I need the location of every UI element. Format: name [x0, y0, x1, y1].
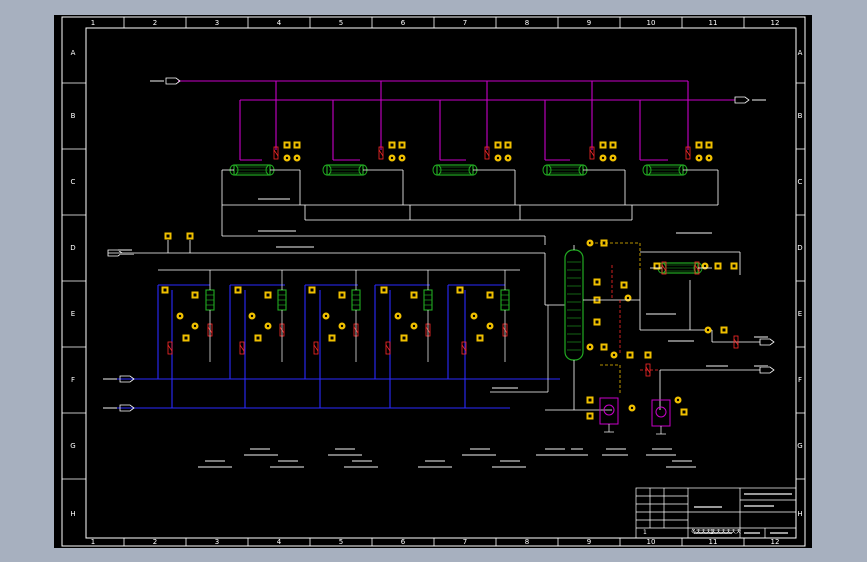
pump-icon — [599, 397, 619, 433]
row-label-left: E — [71, 310, 75, 318]
row-label-left: F — [71, 376, 75, 384]
condenser-lines — [640, 251, 741, 275]
col-label-top: 2 — [153, 19, 157, 27]
col-label-bottom: 2 — [153, 538, 157, 546]
col-label-bottom: 3 — [215, 538, 219, 546]
sheet-number-left: 1 — [643, 529, 647, 536]
row-label-right: F — [798, 376, 802, 384]
row-label-right: B — [798, 112, 803, 120]
steam-header-top — [178, 80, 735, 161]
col-label-bottom: 12 — [771, 538, 780, 546]
inner-frame — [85, 27, 797, 539]
col-label-top: 8 — [525, 19, 529, 27]
col-label-bottom: 11 — [709, 538, 718, 546]
row-label-left: C — [71, 178, 76, 186]
top-process-lines — [221, 169, 719, 245]
title-block-label: 冬天天天天天天天天天 — [691, 528, 741, 535]
annotation-marks — [103, 80, 768, 468]
pump-icon — [651, 399, 671, 435]
column-yellow-lines — [590, 242, 641, 395]
outer-frame — [61, 16, 806, 547]
col-label-top: 1 — [91, 19, 95, 27]
row-label-right: H — [797, 510, 802, 518]
col-label-top: 11 — [709, 19, 718, 27]
cooling-water-lines — [110, 284, 560, 409]
col-label-top: 3 — [215, 19, 219, 27]
instrument-icon — [186, 232, 194, 240]
col-label-bottom: 9 — [587, 538, 591, 546]
sheet-number-right: 1 — [710, 529, 714, 536]
row-label-left: A — [71, 49, 76, 57]
instrument-icon — [164, 232, 172, 240]
col-label-top: 12 — [771, 19, 780, 27]
col-label-top: 7 — [463, 19, 467, 27]
drawing-sheet — [54, 15, 812, 548]
row-label-right: A — [798, 49, 803, 57]
row-label-right: C — [798, 178, 803, 186]
title-block — [635, 487, 797, 539]
col-label-bottom: 10 — [647, 538, 656, 546]
col-label-bottom: 1 — [91, 538, 95, 546]
row-label-right: G — [797, 442, 802, 450]
col-label-bottom: 4 — [277, 538, 282, 546]
row-label-left: H — [70, 510, 75, 518]
row-label-right: D — [797, 244, 802, 252]
row-label-left: D — [70, 244, 75, 252]
column-grid-ticks — [62, 17, 805, 546]
col-label-bottom: 6 — [401, 538, 406, 546]
row-label-right: E — [798, 310, 802, 318]
col-label-top: 5 — [339, 19, 343, 27]
col-label-top: 10 — [647, 19, 656, 27]
col-label-bottom: 5 — [339, 538, 343, 546]
title-block-marks — [694, 493, 792, 534]
col-label-bottom: 7 — [463, 538, 467, 546]
col-label-bottom: 8 — [525, 538, 529, 546]
col-label-top: 9 — [587, 19, 591, 27]
middle-process-lines — [158, 269, 549, 393]
row-label-left: G — [70, 442, 75, 450]
col-label-top: 6 — [401, 19, 406, 27]
row-label-left: B — [71, 112, 76, 120]
col-label-top: 4 — [277, 19, 282, 27]
